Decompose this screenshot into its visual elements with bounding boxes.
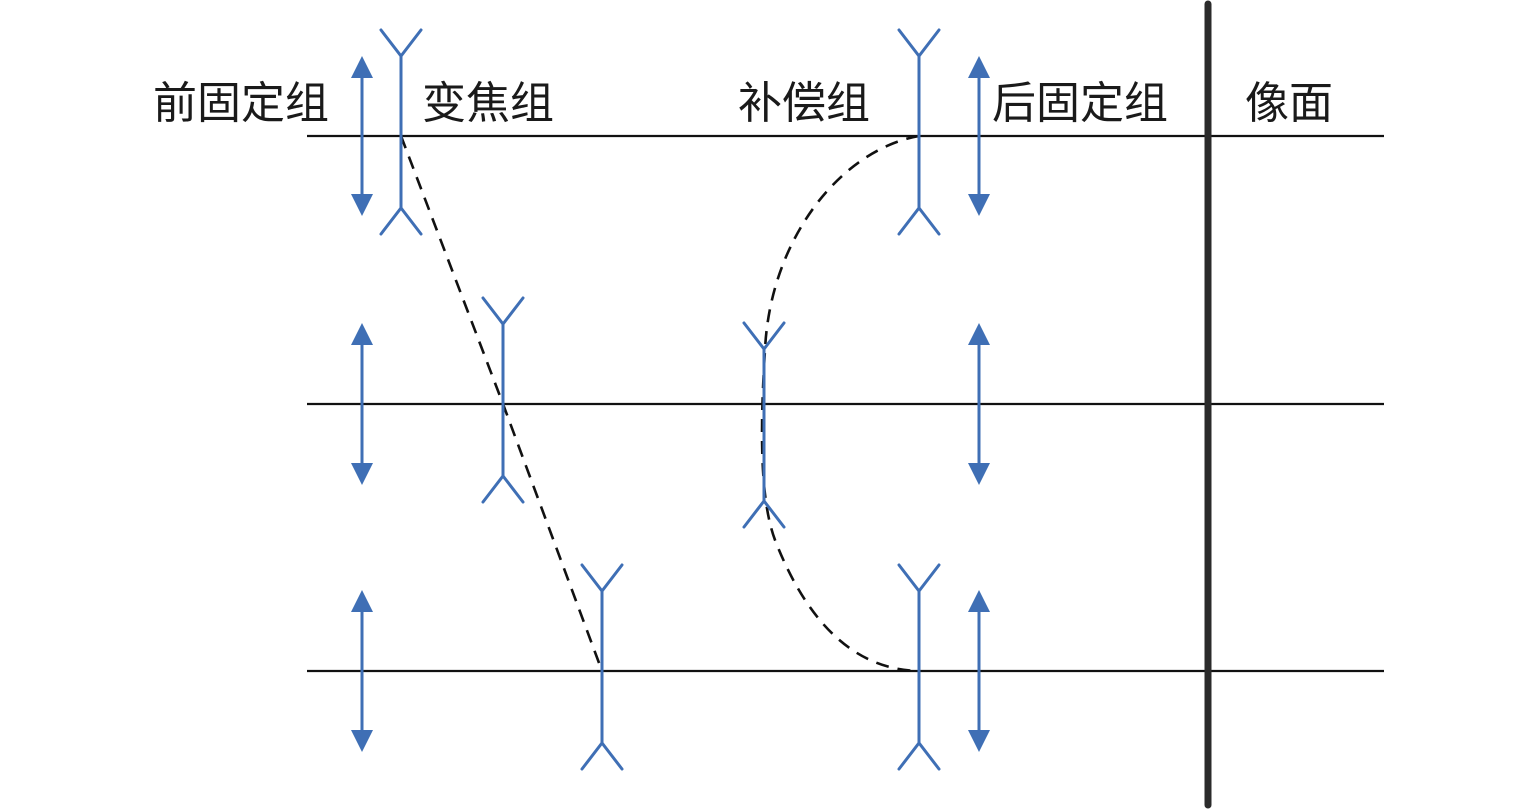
label-rear-fixed-group: 后固定组 [992, 78, 1168, 129]
zoom-lens-row1 [379, 28, 423, 236]
label-front-fixed-group: 前固定组 [153, 78, 329, 129]
front-fixed-lens-row1 [351, 56, 373, 216]
rear-fixed-lens-row3 [968, 590, 990, 752]
label-zoom-group: 变焦组 [422, 78, 554, 129]
label-compensator-group: 补偿组 [738, 78, 870, 129]
compensator-lens-row1 [897, 28, 941, 236]
front-fixed-lens-row2 [351, 323, 373, 485]
compensator-motion-path [760, 134, 920, 673]
label-image-plane: 像面 [1245, 78, 1333, 129]
compensator-lens-row2 [742, 321, 786, 529]
lens-layer [351, 28, 990, 771]
compensator-lens-row3 [897, 563, 941, 771]
zoom-lens-row3 [580, 563, 624, 771]
rear-fixed-lens-row2 [968, 323, 990, 485]
zoom-lens-row2 [481, 296, 525, 504]
rear-fixed-lens-row1 [968, 56, 990, 216]
front-fixed-lens-row3 [351, 590, 373, 752]
